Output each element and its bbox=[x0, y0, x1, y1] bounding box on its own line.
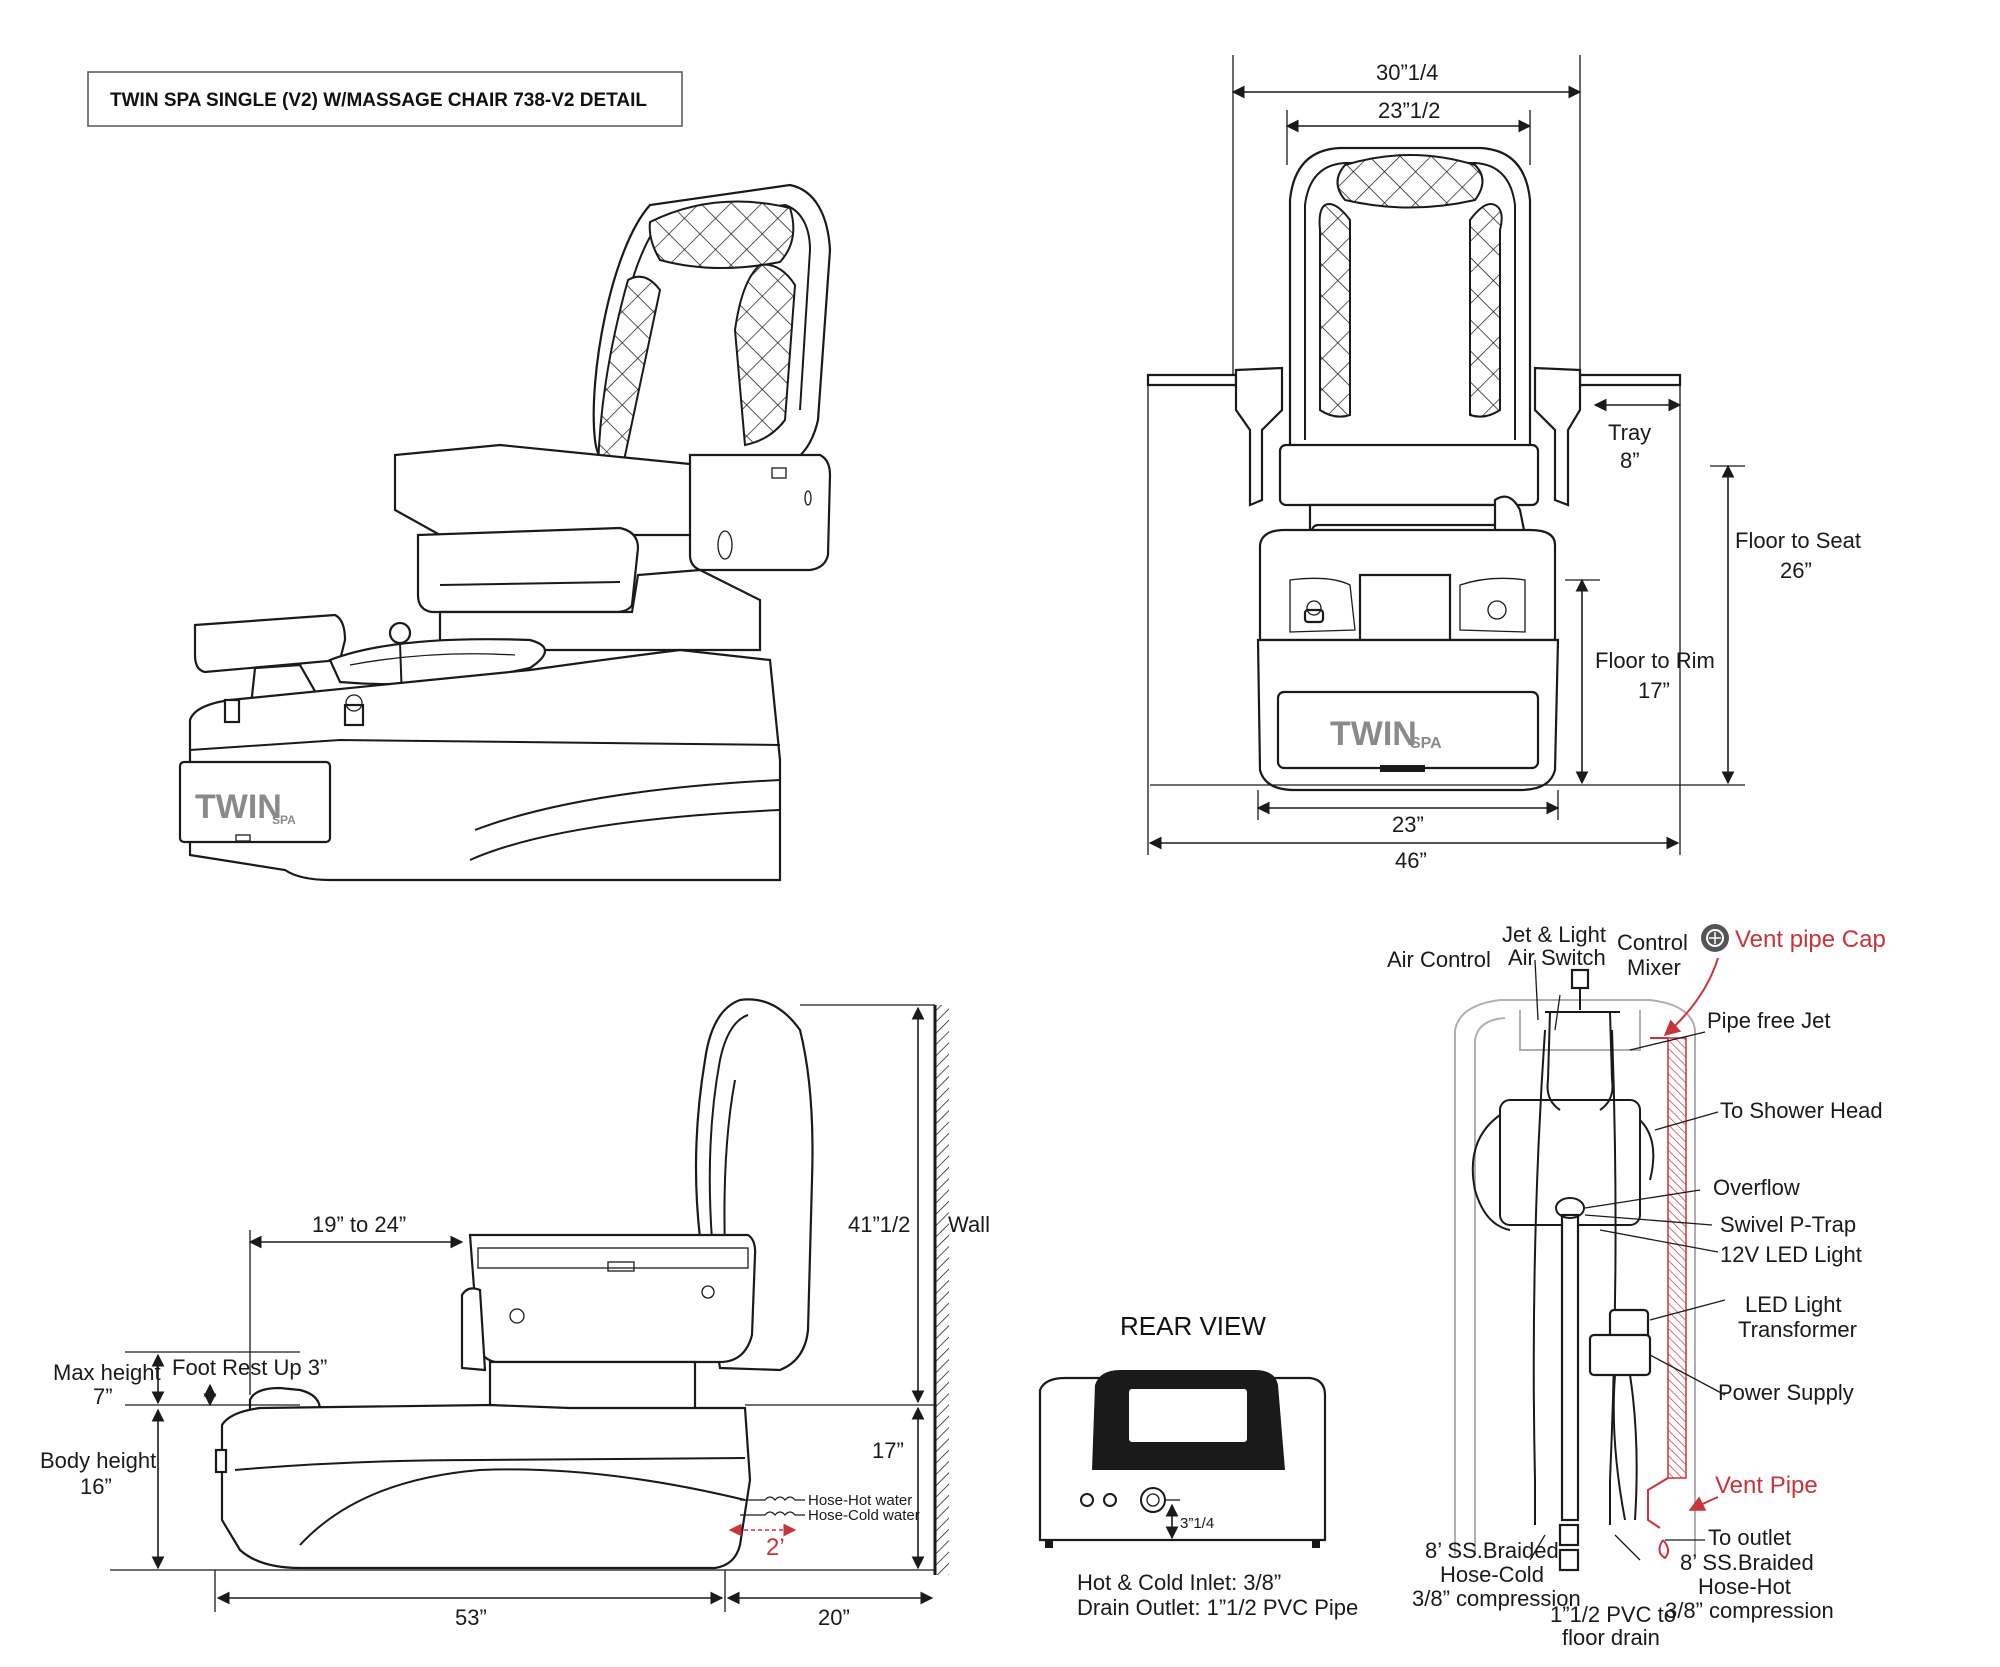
dim-wall-gap: 20” bbox=[818, 1605, 850, 1630]
label-swivel: Swivel P-Trap bbox=[1720, 1212, 1856, 1237]
label-vent-cap: Vent pipe Cap bbox=[1735, 926, 1886, 953]
label-wall: Wall bbox=[948, 1212, 990, 1237]
vent-cap-icon bbox=[1701, 924, 1729, 952]
rear-view: REAR VIEW 3”1/4 Hot & Cold Inlet: 3/8” D… bbox=[1038, 1311, 1358, 1620]
label-pvc-1: 1”1/2 PVC to bbox=[1550, 1602, 1676, 1627]
label-hose-hot-2: Hose-Hot bbox=[1698, 1574, 1791, 1599]
label-hose-cold-3: 3/8” compression bbox=[1412, 1586, 1581, 1611]
label-jet-light-1: Jet & Light bbox=[1502, 922, 1606, 947]
label-overflow: Overflow bbox=[1713, 1175, 1800, 1200]
svg-text:SPA: SPA bbox=[1410, 735, 1442, 752]
label-foot-rest-up: Foot Rest Up 3” bbox=[172, 1355, 327, 1380]
title-box: TWIN SPA SINGLE (V2) W/MASSAGE CHAIR 738… bbox=[87, 71, 683, 127]
label-hose-spacing: 2’ bbox=[766, 1534, 785, 1561]
page-title: TWIN SPA SINGLE (V2) W/MASSAGE CHAIR 738… bbox=[110, 90, 647, 111]
dim-rim-height: 17” bbox=[872, 1438, 904, 1463]
dim-total-width: 46” bbox=[1395, 848, 1427, 873]
label-hose-cold-2: Hose-Cold bbox=[1440, 1562, 1544, 1587]
headrest-quilt bbox=[1336, 154, 1484, 209]
brand-logo-perspective: TWIN bbox=[195, 788, 282, 826]
rear-view-title: REAR VIEW bbox=[1120, 1311, 1266, 1341]
label-jet-light-2: Air Switch bbox=[1508, 945, 1606, 970]
label-pipe-free-jet: Pipe free Jet bbox=[1707, 1008, 1831, 1033]
label-power-supply: Power Supply bbox=[1718, 1380, 1854, 1405]
value-floor-to-seat: 26” bbox=[1780, 558, 1812, 583]
dim-width-inner: 23”1/2 bbox=[1378, 98, 1440, 123]
dim-inlet-height: 3”1/4 bbox=[1180, 1515, 1214, 1532]
value-body-height: 16” bbox=[80, 1474, 112, 1499]
label-shower: To Shower Head bbox=[1720, 1098, 1883, 1123]
note-drain: Drain Outlet: 1”1/2 PVC Pipe bbox=[1077, 1595, 1358, 1620]
label-vent-pipe: Vent Pipe bbox=[1715, 1472, 1818, 1499]
label-control-1: Control bbox=[1617, 930, 1688, 955]
label-pvc-2: floor drain bbox=[1562, 1625, 1660, 1650]
svg-text:SPA: SPA bbox=[272, 813, 296, 827]
value-max-height: 7” bbox=[93, 1384, 113, 1409]
label-hose-hot: Hose-Hot water bbox=[808, 1492, 912, 1509]
perspective-view: TWIN SPA bbox=[178, 183, 832, 882]
plumbing-diagram: Vent pipe Cap Vent Pipe bbox=[1387, 922, 1886, 1650]
headrest-quilt bbox=[648, 200, 795, 269]
value-floor-to-rim: 17” bbox=[1638, 678, 1670, 703]
side-view: Wall Hose-Hot water Hose-Cold water 2’ bbox=[40, 998, 990, 1630]
label-air-control: Air Control bbox=[1387, 947, 1491, 972]
dim-width-outer: 30”1/4 bbox=[1376, 60, 1438, 85]
label-hose-hot-3: 3/8” compression bbox=[1665, 1598, 1834, 1623]
label-led: 12V LED Light bbox=[1720, 1242, 1862, 1267]
label-transformer-1: LED Light bbox=[1745, 1292, 1842, 1317]
dim-length: 53” bbox=[455, 1605, 487, 1630]
dim-footrest-range: 19” to 24” bbox=[312, 1212, 406, 1237]
front-view: 30”1/4 23”1/2 TWIN bbox=[1146, 55, 1861, 873]
label-to-outlet: To outlet bbox=[1708, 1525, 1791, 1550]
label-transformer-2: Transformer bbox=[1738, 1317, 1857, 1342]
label-max-height: Max height bbox=[53, 1360, 161, 1385]
label-control-2: Mixer bbox=[1627, 955, 1681, 980]
label-floor-to-seat: Floor to Seat bbox=[1735, 528, 1861, 553]
dim-height-total: 41”1/2 bbox=[848, 1212, 910, 1237]
label-hose-cold-1: 8’ SS.Braided bbox=[1425, 1538, 1559, 1563]
label-floor-to-rim: Floor to Rim bbox=[1595, 648, 1715, 673]
dim-base-width: 23” bbox=[1392, 812, 1424, 837]
brand-logo-front: TWIN bbox=[1330, 715, 1417, 753]
note-inlet: Hot & Cold Inlet: 3/8” bbox=[1077, 1570, 1281, 1595]
label-hose-cold: Hose-Cold water bbox=[808, 1507, 920, 1524]
value-tray: 8” bbox=[1620, 448, 1640, 473]
label-body-height: Body height bbox=[40, 1448, 156, 1473]
label-tray: Tray bbox=[1608, 420, 1651, 445]
label-hose-hot-1: 8’ SS.Braided bbox=[1680, 1550, 1814, 1575]
